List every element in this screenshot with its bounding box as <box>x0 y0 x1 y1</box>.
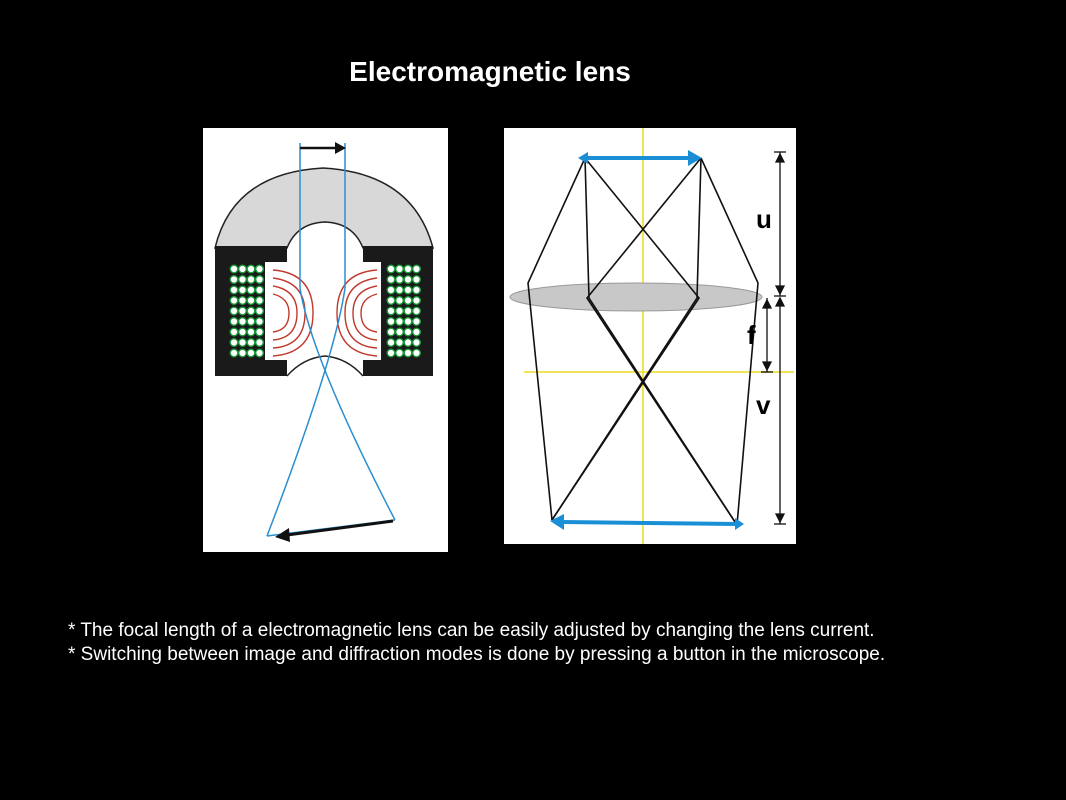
coil-winding <box>255 306 265 316</box>
coil-winding <box>246 316 256 326</box>
coil-winding <box>229 337 239 347</box>
coil-winding <box>394 264 404 274</box>
coil-winding <box>238 327 248 337</box>
coil-winding <box>238 348 248 358</box>
coil-winding <box>411 285 421 295</box>
coil-winding <box>238 337 248 347</box>
lens <box>509 282 763 312</box>
coil-winding <box>386 316 396 326</box>
coil-winding <box>403 327 413 337</box>
coil-winding <box>246 295 256 305</box>
coil-winding <box>255 295 265 305</box>
coil-winding <box>386 337 396 347</box>
coil-winding <box>403 264 413 274</box>
coil-winding <box>403 274 413 284</box>
coil-winding <box>255 264 265 274</box>
note-mode-switching: * Switching between image and diffractio… <box>68 644 886 665</box>
coil-winding <box>411 274 421 284</box>
coil-winding <box>394 348 404 358</box>
pole-piece-top <box>214 167 434 249</box>
coil-winding <box>229 327 239 337</box>
coil-winding <box>411 264 421 274</box>
coil-winding <box>403 337 413 347</box>
coil-winding <box>411 316 421 326</box>
coil-winding <box>255 316 265 326</box>
coil-winding <box>255 285 265 295</box>
coil-winding <box>255 337 265 347</box>
notes: * The focal length of a electromagnetic … <box>68 619 1028 667</box>
slide-title: Electromagnetic lens <box>349 56 631 87</box>
coil-left <box>229 264 265 358</box>
pole-piece-bottom <box>286 355 364 377</box>
object-arrow-icon <box>578 150 702 166</box>
coil-winding <box>394 295 404 305</box>
electromagnetic-lens-svg <box>214 142 434 542</box>
coil-winding <box>229 295 239 305</box>
label-u: u <box>756 204 772 234</box>
coil-winding <box>411 306 421 316</box>
coil-winding <box>238 264 248 274</box>
object-arrow-icon <box>300 142 346 154</box>
coil-winding <box>394 337 404 347</box>
coil-winding <box>386 285 396 295</box>
coil-winding <box>394 316 404 326</box>
coil-winding <box>394 306 404 316</box>
coil-winding <box>238 285 248 295</box>
coil-winding <box>246 274 256 284</box>
coil-winding <box>238 306 248 316</box>
coil-winding <box>229 264 239 274</box>
coil-winding <box>403 285 413 295</box>
image-arrow-icon <box>275 519 394 542</box>
ray-diagram: u f v <box>504 128 796 544</box>
coil-winding <box>386 327 396 337</box>
coil-winding <box>411 327 421 337</box>
electromagnetic-lens-diagram <box>203 128 448 552</box>
coil-winding <box>403 295 413 305</box>
coil-winding <box>403 348 413 358</box>
label-v: v <box>756 390 771 420</box>
coil-winding <box>394 274 404 284</box>
coil-winding <box>411 337 421 347</box>
coil-winding <box>246 327 256 337</box>
magnetic-field-lines <box>272 269 378 357</box>
coil-winding <box>246 348 256 358</box>
coil-right <box>386 264 421 358</box>
coil-winding <box>386 306 396 316</box>
coil-winding <box>386 264 396 274</box>
coil-winding <box>255 274 265 284</box>
ray-diagram-svg: u f v <box>509 128 794 544</box>
coil-winding <box>411 295 421 305</box>
coil-winding <box>394 327 404 337</box>
coil-winding <box>229 285 239 295</box>
coil-winding <box>246 337 256 347</box>
rays <box>527 157 759 526</box>
image-arrow-icon <box>550 514 744 530</box>
coil-winding <box>246 264 256 274</box>
coil-winding <box>386 295 396 305</box>
coil-winding <box>229 316 239 326</box>
coil-winding <box>255 348 265 358</box>
coil-winding <box>238 274 248 284</box>
coil-winding <box>386 274 396 284</box>
coil-winding <box>229 306 239 316</box>
label-f: f <box>747 320 756 350</box>
coil-winding <box>229 348 239 358</box>
coil-winding <box>411 348 421 358</box>
coil-winding <box>403 306 413 316</box>
coil-winding <box>229 274 239 284</box>
coil-winding <box>238 295 248 305</box>
coil-winding <box>246 306 256 316</box>
coil-winding <box>246 285 256 295</box>
coil-winding <box>255 327 265 337</box>
coil-winding <box>238 316 248 326</box>
coil-winding <box>386 348 396 358</box>
dimension-lines <box>761 151 786 525</box>
coil-winding <box>403 316 413 326</box>
coil-winding <box>394 285 404 295</box>
note-focal-length: * The focal length of a electromagnetic … <box>68 620 875 641</box>
